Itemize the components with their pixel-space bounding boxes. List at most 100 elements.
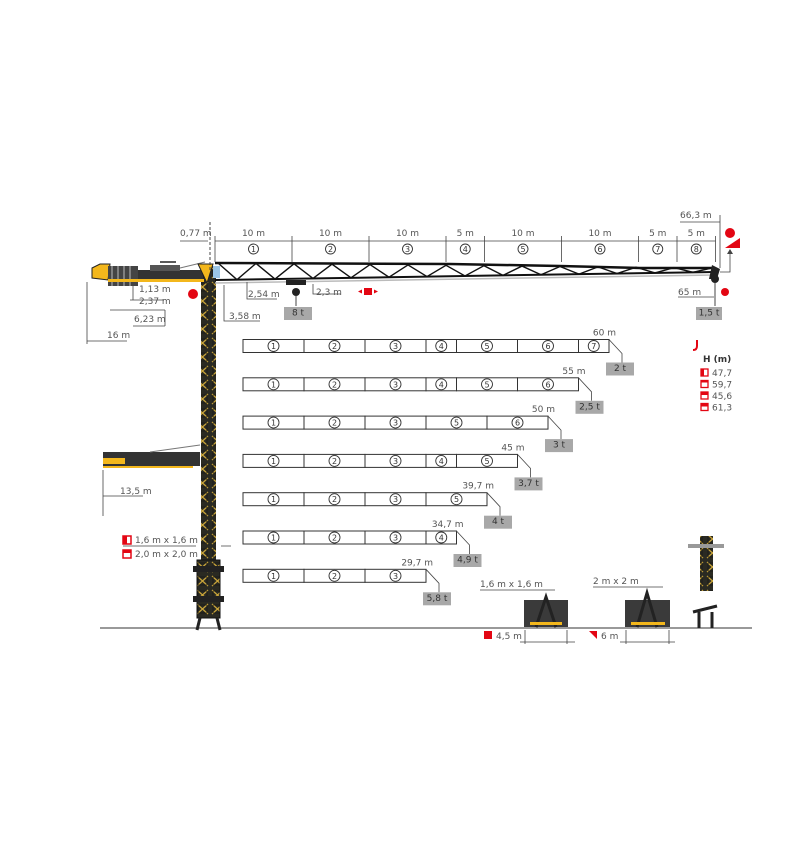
load-box <box>484 515 512 529</box>
segment-number: 6 <box>597 245 602 254</box>
segment-number: 6 <box>545 380 550 389</box>
segment-length: 5 m <box>649 229 666 239</box>
segment-number: 4 <box>439 534 444 543</box>
segment-number: 1 <box>271 457 276 466</box>
legend-height-value: 47,7 <box>712 369 732 379</box>
segment-number-marker <box>481 340 493 352</box>
segment-number-marker <box>450 493 463 506</box>
segment-number: 2 <box>328 245 333 254</box>
segment-number: 1 <box>271 419 276 428</box>
segment-number-marker <box>481 454 493 467</box>
load-leader <box>608 339 623 363</box>
segment-number: 5 <box>454 495 459 504</box>
segment-number-marker <box>652 243 664 255</box>
load-radius: 45 m <box>501 443 524 453</box>
segment-number-marker <box>328 531 341 544</box>
segment-number-marker <box>328 378 341 391</box>
segment-number: 4 <box>439 380 444 389</box>
hoist-icon <box>721 288 729 296</box>
segment-number-marker <box>435 454 448 467</box>
segment-number-marker <box>267 531 280 544</box>
load-value: 4,9 t <box>457 556 478 566</box>
load-value: 3 t <box>553 441 566 451</box>
legend-height-value: 45,6 <box>712 392 732 402</box>
segment-number-marker <box>389 493 402 506</box>
segment-length: 10 m <box>242 229 265 239</box>
tip-hook <box>711 275 719 283</box>
load-leader <box>486 492 501 516</box>
segment-number: 1 <box>271 572 276 581</box>
load-box <box>423 592 451 606</box>
segment-number-marker <box>325 243 336 255</box>
load-leader <box>456 530 470 554</box>
segment-number: 5 <box>484 457 489 466</box>
mast-size-1: 1,6 m x 1,6 m <box>135 536 198 546</box>
hook-icon <box>692 340 698 351</box>
load-radius: 34,7 m <box>432 520 464 530</box>
legend-title: H (m) <box>703 355 731 365</box>
segment-number: 7 <box>591 342 596 351</box>
load-value: 4 t <box>492 517 505 527</box>
height-legend: H (m) 47,759,745,661,3 <box>692 340 732 414</box>
segment-number: 3 <box>393 534 398 543</box>
segment-number: 3 <box>393 419 398 428</box>
segment-number-marker <box>690 243 702 255</box>
base-2-width: 6 m <box>601 632 618 642</box>
load-value: 3,7 t <box>518 479 539 489</box>
segment-number-marker <box>389 378 402 391</box>
load-leader <box>547 415 562 440</box>
tip-load: 1,5 t <box>699 309 720 319</box>
counterjib-length: 6,23 m <box>134 315 166 325</box>
segment-length: 10 m <box>511 229 534 239</box>
load-box <box>453 554 482 567</box>
load-value: 5,8 t <box>427 594 448 604</box>
mast-offset: 3,58 m <box>229 312 261 322</box>
trolley-hook <box>286 280 306 306</box>
segment-number-marker <box>267 340 280 352</box>
mast-size-legend: 1,6 m x 1,6 m 2,0 m x 2,0 m <box>122 535 231 560</box>
segment-number-marker <box>402 243 413 255</box>
segment-number-marker <box>517 243 529 255</box>
trolley-travel-icon <box>364 288 372 295</box>
segment-number-marker <box>542 340 554 352</box>
segment-length: 10 m <box>396 229 419 239</box>
load-box <box>545 439 573 453</box>
crane-dimensions: 1,13 m 2,37 m 6,23 m 16 m 2,54 m 3,58 m … <box>86 282 722 344</box>
segment-number: 6 <box>515 419 520 428</box>
counter-jib <box>91 261 220 286</box>
jib-height: 2,54 m <box>248 290 280 300</box>
segment-length: 5 m <box>688 229 705 239</box>
legend-height-value: 61,3 <box>712 404 732 414</box>
segment-number-marker <box>450 416 463 429</box>
segment-number-marker <box>267 416 280 429</box>
segment-number: 3 <box>405 245 410 254</box>
load-box <box>606 362 634 376</box>
segment-number: 5 <box>520 245 525 254</box>
total-jib-length: 66,3 m <box>680 211 712 221</box>
segment-number-marker <box>267 493 280 506</box>
segment-length: 10 m <box>588 229 611 239</box>
segment-number: 4 <box>439 342 444 351</box>
base-2-size: 2 m x 2 m <box>593 577 639 587</box>
segment-number: 4 <box>463 245 468 254</box>
max-load: 8 t <box>292 309 305 319</box>
load-radius: 39,7 m <box>462 482 494 492</box>
load-leader <box>425 569 440 593</box>
segment-number: 1 <box>271 380 276 389</box>
base-1-size: 1,6 m x 1,6 m <box>480 580 543 590</box>
mast-size-2: 2,0 m x 2,0 m <box>135 550 198 560</box>
segment-number: 1 <box>271 342 276 351</box>
segment-number-marker <box>267 378 280 391</box>
load-radius: 60 m <box>593 329 616 339</box>
segment-number: 2 <box>332 380 337 389</box>
segment-number: 1 <box>251 245 256 254</box>
segment-number: 2 <box>332 572 337 581</box>
segment-number: 1 <box>271 495 276 504</box>
